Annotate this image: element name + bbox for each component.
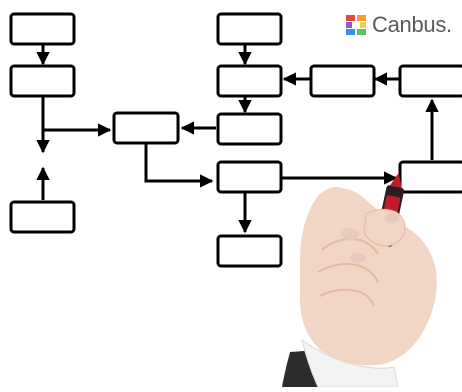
box-center	[112, 111, 180, 145]
canbus-logo-mark-icon	[346, 15, 366, 35]
thumb	[363, 208, 406, 247]
flowchart-boxes	[9, 12, 462, 268]
thumbnail	[385, 213, 399, 223]
arrow-center-down-right	[144, 143, 214, 188]
connector-lines	[36, 44, 439, 234]
box-far-right-bottom	[398, 160, 462, 194]
box-bottom-left	[9, 200, 76, 234]
hand-holding-marker-icon	[282, 172, 437, 388]
finger-crease-3	[319, 288, 375, 307]
finger-crease-1	[321, 238, 379, 255]
fingernail-1	[341, 228, 359, 240]
shirt-cuff	[301, 338, 399, 388]
canbus-logo: Canbus.	[346, 14, 452, 36]
logo-wordmark: Canbus.	[372, 12, 452, 37]
box-far-right-top	[398, 64, 462, 98]
box-row-right	[309, 64, 376, 98]
fingernail-2	[350, 253, 366, 263]
box-top-left	[9, 12, 76, 46]
box-middle-lower	[216, 112, 283, 146]
box-top-middle	[216, 12, 283, 46]
box-bottom-middle	[216, 234, 283, 268]
box-left-middle	[9, 64, 76, 98]
finger-crease-2	[317, 263, 379, 283]
box-middle	[216, 64, 283, 98]
box-lower-middle	[216, 160, 283, 194]
marker-tip	[389, 172, 402, 188]
